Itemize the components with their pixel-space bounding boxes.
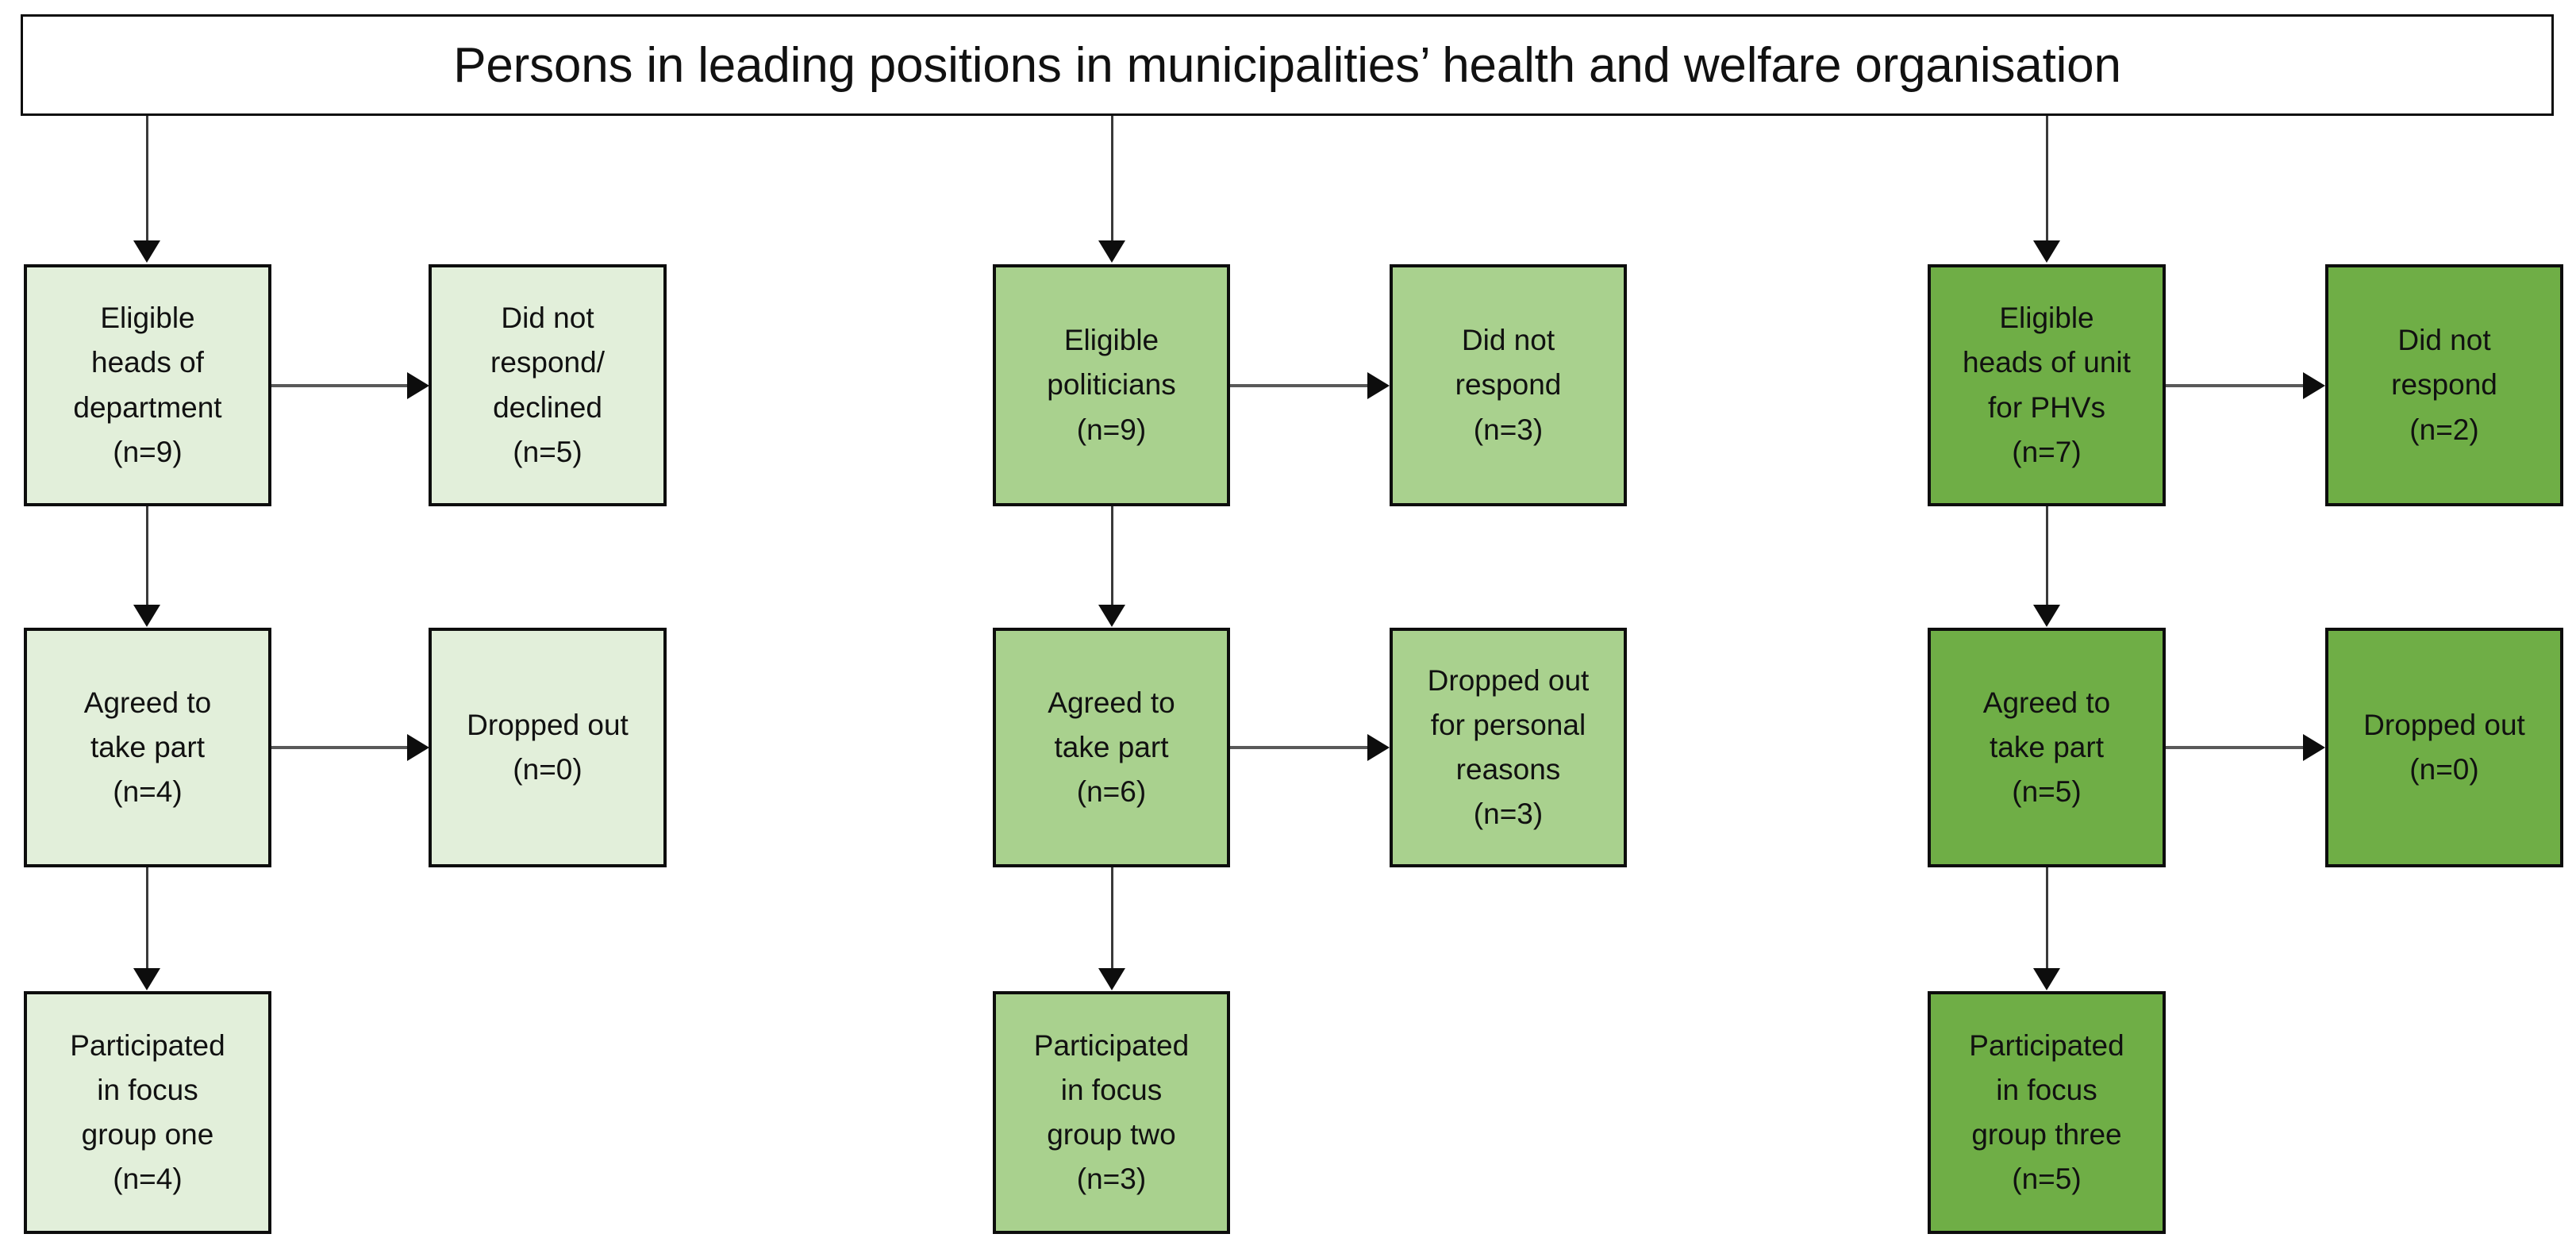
node-eligible-politicians[interactable]: Eligible politicians (n=9) [993, 264, 1230, 506]
arrowhead-agreed-to-participated-col3 [2033, 968, 2060, 990]
connector-eligible-to-excluded-col3 [2166, 384, 2309, 387]
arrowhead-eligible-to-agreed-col3 [2033, 605, 2060, 627]
arrowhead-agreed-to-participated-col2 [1098, 968, 1125, 990]
node-eligible-heads-of-department[interactable]: Eligible heads of department (n=9) [24, 264, 271, 506]
connector-agreed-to-dropped-col2 [1230, 746, 1373, 749]
node-label: Dropped out for personal reasons (n=3) [1427, 663, 1590, 831]
node-label: Agreed to take part (n=6) [1048, 686, 1175, 809]
arrowhead-title-to-eligible-col3 [2033, 240, 2060, 263]
node-excluded-heads-of-department[interactable]: Did not respond/ declined (n=5) [429, 264, 667, 506]
node-excluded-heads-of-unit-phv[interactable]: Did not respond (n=2) [2325, 264, 2563, 506]
node-label: Participated in focus group three (n=5) [1969, 1028, 2124, 1196]
arrowhead-eligible-to-excluded-col2 [1367, 372, 1390, 399]
arrowhead-agreed-to-participated-col1 [133, 968, 160, 990]
node-label: Participated in focus group one (n=4) [70, 1028, 225, 1196]
arrowhead-eligible-to-excluded-col1 [407, 372, 429, 399]
connector-agreed-to-participated-col2 [1111, 867, 1113, 971]
arrowhead-agreed-to-dropped-col1 [407, 734, 429, 761]
diagram-title-box: Persons in leading positions in municipa… [21, 14, 2554, 116]
node-label: Did not respond/ declined (n=5) [490, 302, 605, 468]
arrowhead-eligible-to-excluded-col3 [2303, 372, 2325, 399]
connector-agreed-to-dropped-col3 [2166, 746, 2309, 749]
connector-agreed-to-participated-col1 [146, 867, 148, 971]
node-label: Dropped out (n=0) [2363, 708, 2525, 786]
node-participated-focus-group-one[interactable]: Participated in focus group one (n=4) [24, 991, 271, 1234]
node-label: Agreed to take part (n=4) [83, 686, 212, 809]
node-label: Dropped out (n=0) [467, 708, 629, 786]
node-label: Eligible heads of department (n=9) [73, 302, 222, 468]
connector-eligible-to-agreed-col1 [146, 506, 148, 608]
connector-eligible-to-agreed-col2 [1111, 506, 1113, 608]
node-agreed-heads-of-department[interactable]: Agreed to take part (n=4) [24, 628, 271, 867]
node-dropped-heads-of-department[interactable]: Dropped out (n=0) [429, 628, 667, 867]
node-label: Did not respond (n=2) [2391, 324, 2497, 446]
node-label: Agreed to take part (n=5) [1982, 686, 2111, 809]
node-participated-focus-group-three[interactable]: Participated in focus group three (n=5) [1928, 991, 2166, 1234]
arrowhead-title-to-eligible-col2 [1098, 240, 1125, 263]
node-label: Eligible politicians (n=9) [1047, 324, 1176, 446]
connector-title-to-eligible-col3 [2046, 116, 2048, 243]
node-agreed-politicians[interactable]: Agreed to take part (n=6) [993, 628, 1230, 867]
node-dropped-politicians[interactable]: Dropped out for personal reasons (n=3) [1390, 628, 1627, 867]
diagram-title-text: Persons in leading positions in municipa… [453, 37, 2121, 93]
connector-agreed-to-participated-col3 [2046, 867, 2048, 971]
node-eligible-heads-of-unit-phv[interactable]: Eligible heads of unit for PHVs (n=7) [1928, 264, 2166, 506]
arrowhead-eligible-to-agreed-col1 [133, 605, 160, 627]
connector-eligible-to-agreed-col3 [2046, 506, 2048, 608]
connector-title-to-eligible-col1 [146, 116, 148, 243]
connector-title-to-eligible-col2 [1111, 116, 1113, 243]
connector-eligible-to-excluded-col2 [1230, 384, 1373, 387]
node-agreed-heads-of-unit-phv[interactable]: Agreed to take part (n=5) [1928, 628, 2166, 867]
connector-agreed-to-dropped-col1 [271, 746, 413, 749]
arrowhead-eligible-to-agreed-col2 [1098, 605, 1125, 627]
node-excluded-politicians[interactable]: Did not respond (n=3) [1390, 264, 1627, 506]
node-dropped-heads-of-unit-phv[interactable]: Dropped out (n=0) [2325, 628, 2563, 867]
arrowhead-agreed-to-dropped-col2 [1367, 734, 1390, 761]
connector-eligible-to-excluded-col1 [271, 384, 413, 387]
arrowhead-agreed-to-dropped-col3 [2303, 734, 2325, 761]
arrowhead-title-to-eligible-col1 [133, 240, 160, 263]
node-label: Eligible heads of unit for PHVs (n=7) [1963, 302, 2131, 468]
node-label: Did not respond (n=3) [1455, 324, 1562, 446]
node-label: Participated in focus group two (n=3) [1033, 1028, 1190, 1196]
node-participated-focus-group-two[interactable]: Participated in focus group two (n=3) [993, 991, 1230, 1234]
